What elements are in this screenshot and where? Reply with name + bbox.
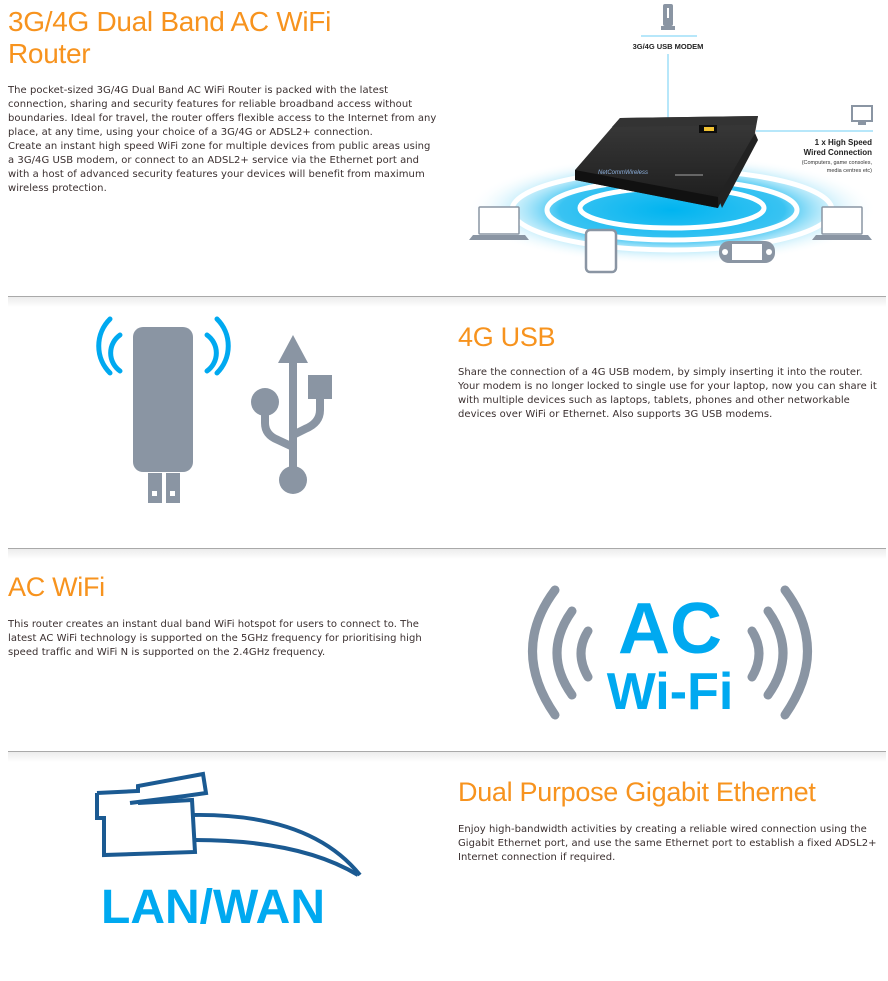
- laptop-icon-left: [469, 206, 529, 240]
- section-divider-3: [8, 751, 886, 762]
- svg-text:NetCommWireless: NetCommWireless: [598, 170, 648, 176]
- router-title: 3G/4G Dual Band AC WiFi Router: [8, 6, 438, 70]
- tablet-icon: [584, 228, 618, 274]
- svg-text:Wired Connection: Wired Connection: [804, 148, 872, 157]
- svg-text:media centres etc): media centres etc): [827, 168, 872, 174]
- svg-text:1 x High Speed: 1 x High Speed: [815, 138, 872, 147]
- usb-illustration: [90, 305, 350, 505]
- section-router-overview: 3G/4G Dual Band AC WiFi Router The pocke…: [8, 6, 438, 196]
- usb-symbol-icon: [251, 335, 332, 494]
- desktop-monitor-icon: [851, 105, 873, 125]
- usb-modem-signal-icon: [96, 316, 231, 503]
- ac-wifi-logo: AC Wi-Fi: [510, 575, 830, 725]
- router-device: NetCommWireless: [575, 116, 758, 208]
- router-title-line1: 3G/4G Dual Band AC WiFi: [8, 6, 332, 37]
- lan-wan-text: LAN/WAN: [101, 881, 325, 934]
- section-4g-usb: 4G USB Share the connection of a 4G USB …: [458, 322, 883, 422]
- ac-wifi-logo-wifi: Wi-Fi: [607, 663, 734, 721]
- usb-description: Share the connection of a 4G USB modem, …: [458, 367, 877, 420]
- signal-waves-icon: [528, 585, 812, 720]
- router-description-1: The pocket-sized 3G/4G Dual Band AC WiFi…: [8, 85, 437, 138]
- ethernet-description: Enjoy high-bandwidth activities by creat…: [458, 824, 877, 863]
- router-diagram-graphic: NetCommWireless 1 x High Speed Wired Con…: [467, 4, 877, 274]
- lan-wan-logo: LAN/WAN: [80, 765, 380, 935]
- router-description-2: Create an instant high speed WiFi zone f…: [8, 141, 431, 194]
- laptop-icon-right: [812, 206, 872, 240]
- ethernet-plug-icon: [95, 771, 362, 877]
- section-ac-wifi: AC WiFi This router creates an instant d…: [8, 572, 433, 660]
- router-diagram: NetCommWireless 1 x High Speed Wired Con…: [460, 0, 888, 285]
- svg-text:3G/4G USB MODEM: 3G/4G USB MODEM: [633, 42, 704, 51]
- usb-modem-icon: [661, 4, 675, 30]
- ac-wifi-title: AC WiFi: [8, 572, 105, 602]
- ac-wifi-logo-ac: AC: [618, 589, 722, 669]
- section-divider-1: [8, 296, 886, 307]
- svg-text:(Computers, game consoles,: (Computers, game consoles,: [802, 160, 873, 166]
- usb-title: 4G USB: [458, 322, 556, 352]
- router-title-line2: Router: [8, 38, 91, 69]
- section-divider-2: [8, 548, 886, 559]
- ethernet-title: Dual Purpose Gigabit Ethernet: [458, 777, 816, 807]
- game-console-icon: [719, 241, 775, 263]
- ac-wifi-description: This router creates an instant dual band…: [8, 619, 422, 658]
- section-gigabit-ethernet: Dual Purpose Gigabit Ethernet Enjoy high…: [458, 777, 883, 865]
